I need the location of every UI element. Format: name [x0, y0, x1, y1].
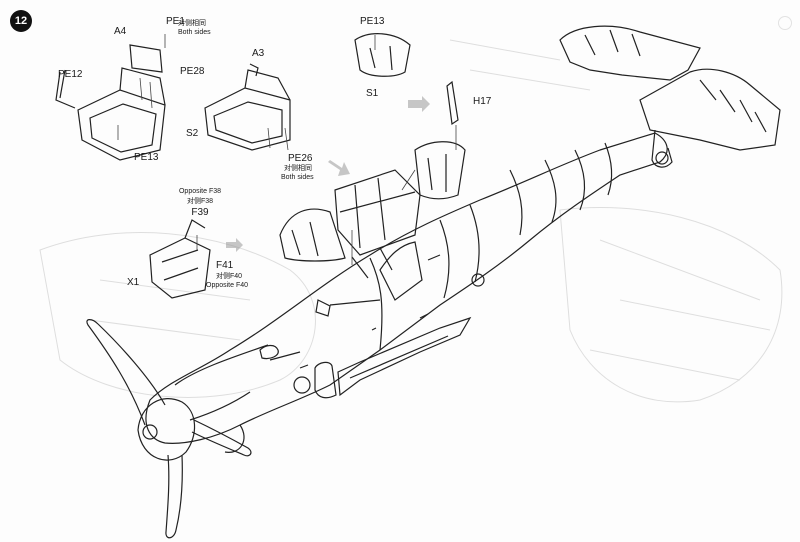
- part-label-a4: A4: [114, 26, 127, 37]
- page-edge-mark: [778, 16, 792, 30]
- part-label-pe13-top: PE13: [360, 16, 385, 27]
- background-ghost-drawing: [39, 39, 783, 403]
- propeller-assembly: [86, 319, 252, 539]
- part-note-f41-opp-cn: 对侧F40: [216, 273, 243, 280]
- step-number-badge: 12: [10, 10, 32, 32]
- part-label-pe12: PE12: [58, 69, 83, 80]
- part-note-f41-opp-en: Opposite F40: [206, 282, 249, 289]
- part-label-pe13-left: PE13: [134, 152, 159, 163]
- part-label-f41: F41: [216, 260, 234, 271]
- cockpit-seat-assemblies: [55, 33, 459, 299]
- part-label-s2: S2: [186, 128, 199, 139]
- motion-arrows: [226, 96, 430, 252]
- part-note-pe1-cn: 对侧相同: [178, 20, 206, 27]
- wing-outline: [337, 316, 472, 397]
- leader-lines: [117, 34, 457, 265]
- part-note-pe26-cn: 对侧相同: [284, 165, 312, 172]
- part-label-pe28: PE28: [180, 66, 205, 77]
- part-label-s1: S1: [366, 88, 379, 99]
- part-label-x1: X1: [127, 277, 140, 288]
- canopy-parts: [279, 141, 466, 301]
- part-id: PE1: [166, 16, 185, 27]
- part-label-f39: F39: [191, 207, 209, 218]
- part-note-pe1-en: Both sides: [178, 29, 211, 36]
- fuselage-outline: [145, 132, 668, 453]
- part-label-pe26: PE26: [288, 153, 313, 164]
- part-note-pe26-en: Both sides: [281, 174, 314, 181]
- part-label-pe1: PE1: [166, 16, 185, 27]
- part-note-f39-opp-en: Opposite F38: [178, 188, 222, 195]
- part-note-f39-opp-cn: 对侧F38: [186, 198, 214, 205]
- part-label-a3: A3: [252, 48, 265, 59]
- tail-outline: [559, 25, 781, 168]
- part-label-h17: H17: [473, 96, 492, 107]
